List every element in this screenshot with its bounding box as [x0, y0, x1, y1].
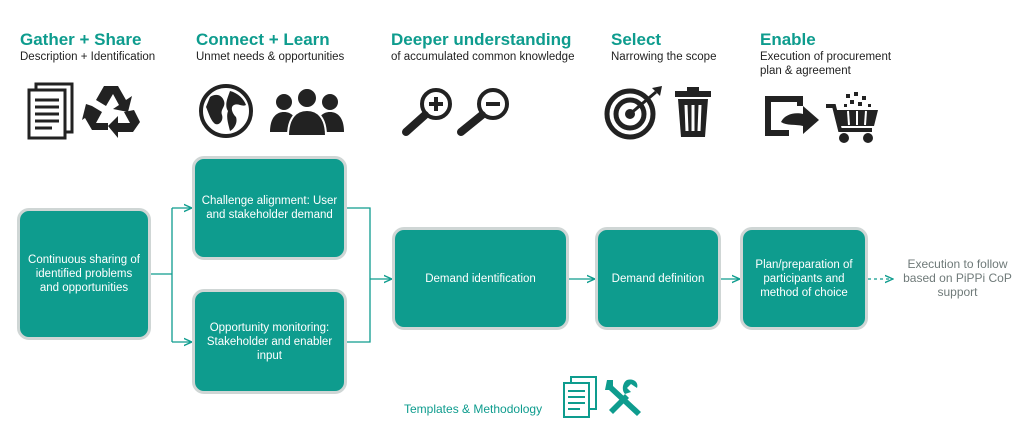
execution-note: Execution to follow based on PiPPi CoP s…: [903, 257, 1012, 299]
connector-merge: [347, 207, 371, 343]
shopping-cart-icon: [826, 92, 878, 143]
people-icon: [270, 87, 344, 136]
box-continuous-sharing: Continuous sharing of identified problem…: [17, 208, 151, 340]
box-opportunity-monitoring: Opportunity monitoring: Stakeholder and …: [192, 289, 347, 394]
box-plan-preparation: Plan/preparation of participants and met…: [740, 227, 868, 330]
trash-icon: [675, 87, 711, 137]
phase-subtitle: Narrowing the scope: [611, 51, 717, 63]
documents-icon: [27, 82, 74, 140]
box-demand-identification: Demand identification: [392, 227, 569, 330]
templates-label: Templates & Methodology: [404, 402, 543, 416]
phase-gather-share: Gather + Share Description + Identificat…: [20, 30, 155, 64]
phase-subtitle: Description + Identification: [20, 51, 156, 63]
templates-document-icon: [563, 376, 597, 418]
tools-icon: [605, 379, 641, 416]
box-label: Challenge alignment: User and stakeholde…: [201, 195, 338, 221]
phase-title: Gather + Share: [20, 30, 142, 49]
target-icon: [604, 86, 662, 140]
box-challenge-alignment: Challenge alignment: User and stakeholde…: [192, 156, 347, 260]
recycle-icon: [82, 86, 140, 138]
phase-title: Enable: [760, 30, 816, 49]
box-label: Continuous sharing of identified problem…: [28, 254, 140, 294]
zoom-in-icon: [402, 88, 452, 136]
phase-select: Select Narrowing the scope: [611, 30, 716, 64]
phase-title: Deeper understanding: [391, 30, 572, 49]
box-demand-definition: Demand definition: [595, 227, 721, 330]
phase-title: Select: [611, 30, 662, 49]
globe-icon: [199, 84, 253, 138]
phase-connect-learn: Connect + Learn Unmet needs & opportunit…: [196, 30, 344, 64]
box-label: Demand definition: [611, 272, 705, 285]
phase-subtitle: Execution of procurement plan & agreemen…: [760, 51, 892, 77]
phase-enable: Enable Execution of procurement plan & a…: [760, 30, 910, 78]
export-icon: [765, 96, 819, 136]
box-label: Demand identification: [425, 272, 536, 285]
phase-title: Connect + Learn: [196, 30, 330, 49]
zoom-out-icon: [457, 88, 509, 136]
phase-deeper-understanding: Deeper understanding of accumulated comm…: [391, 30, 574, 64]
phase-subtitle: Unmet needs & opportunities: [196, 51, 345, 63]
box-label: Opportunity monitoring: Stakeholder and …: [206, 321, 333, 362]
phase-subtitle: of accumulated common knowledge: [391, 51, 575, 63]
box-label: Plan/preparation of participants and met…: [755, 258, 853, 299]
